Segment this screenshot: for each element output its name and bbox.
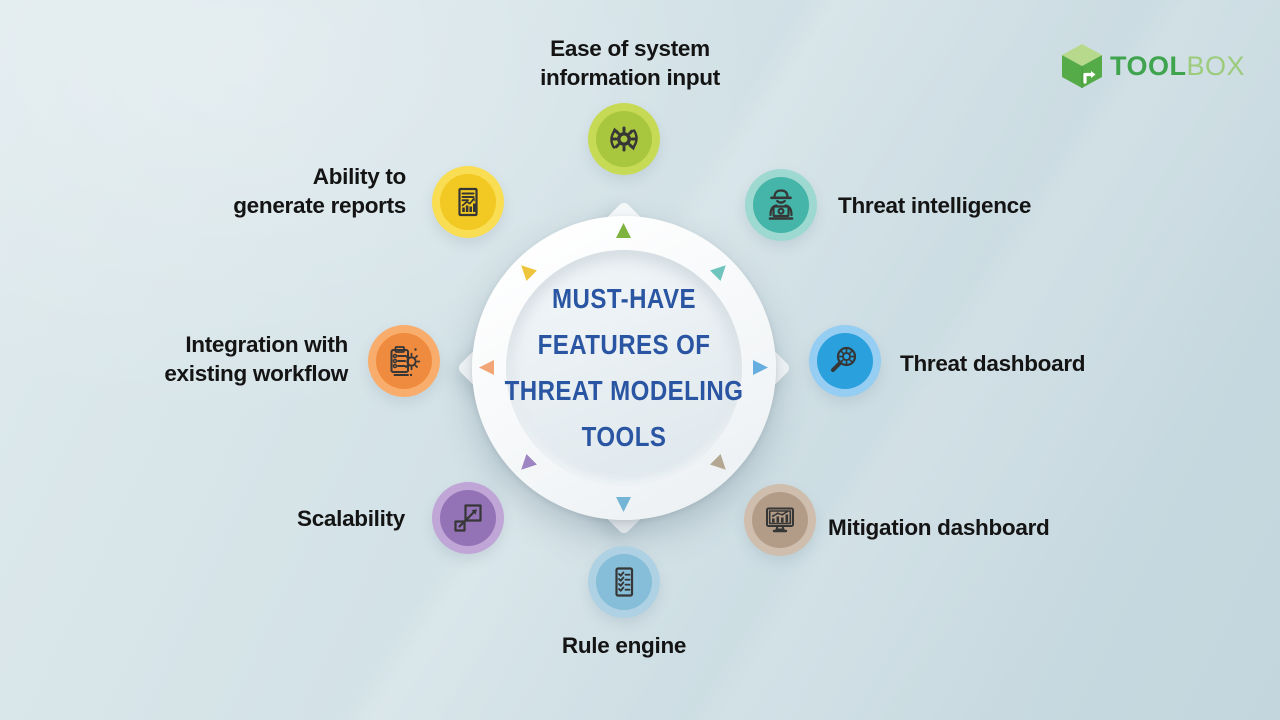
logo-box-text: BOX (1186, 50, 1246, 81)
feature-icon-threat-intelligence (745, 169, 817, 241)
feature-label-integration-with-existing-workflow: Integration with existing workflow (164, 330, 348, 388)
title-line-1: MUST-HAVE (552, 283, 696, 314)
gear-sync-icon (610, 126, 638, 152)
feature-label-rule-engine: Rule engine (524, 631, 724, 660)
title-line-4: TOOLS (581, 421, 667, 452)
logo-tool-text: TOOL (1110, 50, 1187, 81)
feature-label-threat-dashboard: Threat dashboard (900, 349, 1086, 378)
badge-disc (752, 492, 808, 548)
checklist-icon (615, 567, 634, 597)
badge-disc (817, 333, 873, 389)
feature-icon-threat-dashboard (809, 325, 881, 397)
label-line: Ability to (312, 164, 407, 189)
title-line-3: THREAT MODELING (504, 375, 744, 406)
label-line: Integration with (185, 332, 348, 357)
feature-icon-scalability (432, 482, 504, 554)
label-line: Ease of system (550, 36, 710, 61)
label-line: existing workflow (164, 361, 348, 386)
badge-disc (596, 111, 652, 167)
label-line: Rule engine (561, 633, 687, 658)
feature-icon-rule-engine (588, 546, 660, 618)
report-chart-icon (458, 187, 478, 217)
label-line: Threat intelligence (838, 193, 1032, 218)
feature-label-threat-intelligence: Threat intelligence (838, 191, 1031, 220)
feature-icon-ease-of-system-information-input (588, 103, 660, 175)
title-line-2: FEATURES OF (537, 329, 711, 360)
feature-icon-integration-with-existing-workflow (368, 325, 440, 397)
toolbox-wordmark: TOOLBOX (1110, 51, 1245, 82)
label-line: Threat dashboard (900, 351, 1086, 376)
label-line: generate reports (233, 193, 406, 218)
spy-laptop-icon (768, 189, 794, 220)
toolbox-cube-icon (1062, 44, 1102, 88)
badge-disc (753, 177, 809, 233)
feature-label-mitigation-dashboard: Mitigation dashboard (828, 513, 1050, 542)
feature-label-ability-to-generate-reports: Ability to generate reports (233, 162, 406, 220)
toolbox-logo: TOOLBOX (1060, 42, 1245, 90)
monitor-chart-icon (766, 507, 794, 533)
hub-inner-circle (506, 250, 742, 486)
page-title: MUST-HAVE FEATURES OF THREAT MODELING TO… (495, 276, 753, 460)
label-line: Scalability (296, 506, 405, 531)
bug-magnifier-icon (831, 346, 857, 372)
feature-label-scalability: Scalability (297, 504, 405, 533)
feature-icon-ability-to-generate-reports (432, 166, 504, 238)
scale-arrow-icon (454, 504, 482, 532)
clipboard-gear-icon (390, 346, 421, 377)
label-line: Mitigation dashboard (828, 515, 1050, 540)
feature-icon-mitigation-dashboard (744, 484, 816, 556)
feature-label-ease-of-system-information-input: Ease of system information input (480, 34, 780, 92)
label-line: information input (540, 65, 720, 90)
